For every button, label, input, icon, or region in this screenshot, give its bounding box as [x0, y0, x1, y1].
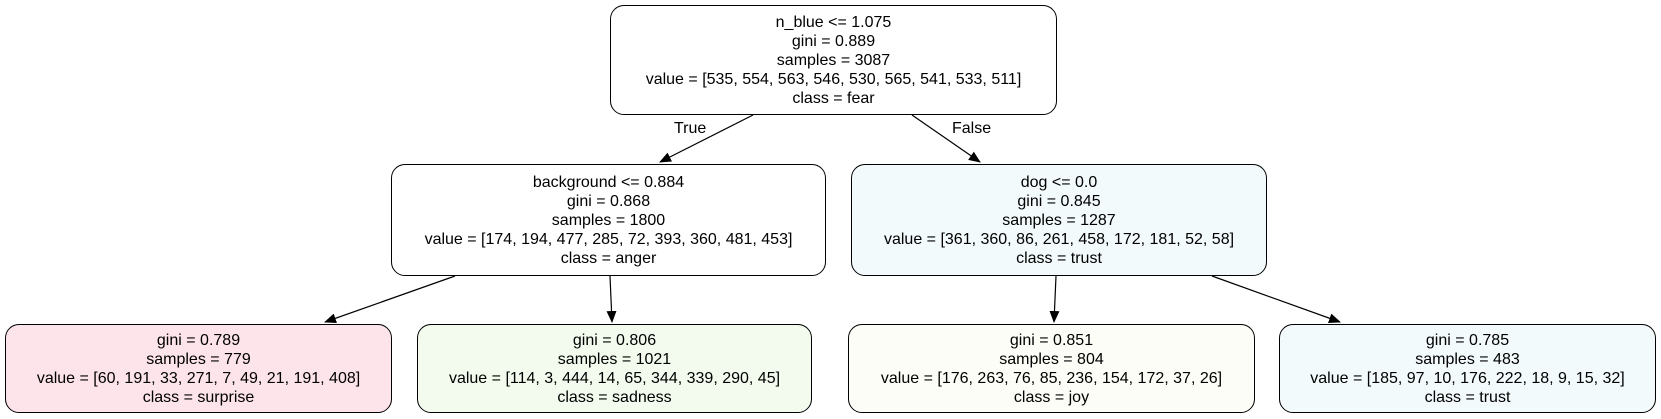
node-gini: gini = 0.845	[1017, 192, 1101, 210]
node-gini: gini = 0.868	[566, 192, 651, 210]
node-gini: gini = 0.889	[791, 32, 876, 50]
node-value: value = [361, 360, 86, 261, 458, 172, 18…	[883, 230, 1235, 248]
node-value: value = [114, 3, 444, 14, 65, 344, 339, …	[448, 369, 781, 387]
tree-node-root: n_blue <= 1.075 gini = 0.889 samples = 3…	[610, 5, 1057, 115]
node-value: value = [185, 97, 10, 176, 222, 18, 9, 1…	[1310, 369, 1625, 387]
node-value: value = [174, 194, 477, 285, 72, 393, 36…	[424, 230, 793, 248]
node-samples: samples = 483	[1415, 350, 1520, 368]
tree-leaf-sadness: gini = 0.806 samples = 1021 value = [114…	[417, 324, 812, 413]
node-samples: samples = 1287	[1002, 211, 1116, 229]
node-gini: gini = 0.851	[1009, 331, 1094, 349]
node-class: class = surprise	[142, 388, 255, 406]
node-value: value = [535, 554, 563, 546, 530, 565, 5…	[645, 70, 1022, 88]
edge-right-leaf-rl	[1049, 275, 1060, 323]
edge-right-leaf-rr	[1211, 275, 1341, 323]
node-samples: samples = 1021	[557, 350, 672, 368]
tree-leaf-joy: gini = 0.851 samples = 804 value = [176,…	[848, 324, 1255, 413]
tree-node-left: background <= 0.884 gini = 0.868 samples…	[391, 164, 826, 276]
tree-leaf-trust: gini = 0.785 samples = 483 value = [185,…	[1279, 324, 1656, 413]
node-value: value = [60, 191, 33, 271, 7, 49, 21, 19…	[36, 369, 361, 387]
edge-left-leaf-ll	[324, 275, 456, 324]
node-value: value = [176, 263, 76, 85, 236, 154, 172…	[880, 369, 1223, 387]
node-samples: samples = 804	[999, 350, 1104, 368]
node-split-rule: n_blue <= 1.075	[775, 13, 892, 31]
tree-leaf-surprise: gini = 0.789 samples = 779 value = [60, …	[5, 324, 392, 413]
edge-label-false: False	[952, 120, 992, 137]
node-class: class = sadness	[557, 388, 672, 406]
node-samples: samples = 1800	[551, 211, 666, 229]
node-class: class = fear	[792, 89, 875, 107]
node-gini: gini = 0.806	[572, 331, 657, 349]
node-samples: samples = 779	[146, 350, 251, 368]
node-gini: gini = 0.785	[1425, 331, 1510, 349]
node-class: class = trust	[1016, 249, 1102, 267]
node-split-rule: dog <= 0.0	[1020, 173, 1098, 191]
edge-left-leaf-lr	[606, 275, 617, 323]
node-split-rule: background <= 0.884	[532, 173, 685, 191]
node-class: class = trust	[1424, 388, 1511, 406]
edge-root-left	[659, 114, 754, 163]
node-class: class = joy	[1013, 388, 1090, 406]
tree-node-right: dog <= 0.0 gini = 0.845 samples = 1287 v…	[851, 164, 1267, 276]
node-samples: samples = 3087	[776, 51, 891, 69]
edge-root-right	[911, 114, 981, 163]
edge-label-true: True	[674, 120, 707, 137]
node-class: class = anger	[560, 249, 657, 267]
node-gini: gini = 0.789	[156, 331, 241, 349]
